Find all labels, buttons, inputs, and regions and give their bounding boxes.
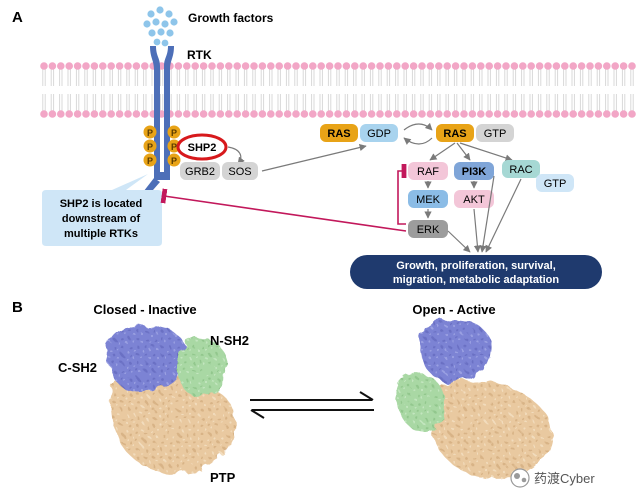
- ras-gtp-complex: RAS GTP: [436, 124, 514, 142]
- erk-feedback-inhibition: [160, 188, 407, 232]
- panel-a-label: A: [12, 9, 23, 26]
- rac-gtp-node: GTP: [536, 174, 574, 192]
- open-active-title: Open - Active: [412, 302, 495, 317]
- pi3k-node: PI3K: [454, 162, 494, 180]
- erk-node: ERK: [408, 220, 448, 238]
- svg-text:RAS: RAS: [443, 128, 466, 140]
- erk-raf-feedback: [397, 163, 407, 225]
- svg-text:SHP2 is located: SHP2 is located: [60, 198, 143, 210]
- svg-text:Growth, proliferation, surviva: Growth, proliferation, survival,: [396, 260, 556, 272]
- svg-text:PI3K: PI3K: [462, 166, 487, 178]
- akt-node: AKT: [454, 190, 494, 208]
- svg-text:GDP: GDP: [367, 128, 391, 140]
- svg-text:MEK: MEK: [416, 194, 441, 206]
- nsh2-label: N-SH2: [210, 333, 249, 348]
- svg-text:P: P: [171, 142, 177, 152]
- svg-text:migration, metabolic adaptatio: migration, metabolic adaptation: [393, 274, 560, 286]
- closed-inactive-title: Closed - Inactive: [93, 302, 196, 317]
- shp2-to-sos-arrow: [227, 146, 245, 165]
- shp2-node: SHP2: [176, 133, 228, 161]
- shp2-open-structure: [395, 319, 552, 479]
- phospho-group: P P P P P P: [143, 125, 181, 167]
- watermark: 药渡Cyber: [510, 468, 595, 488]
- sos-node: SOS: [222, 162, 258, 180]
- svg-text:AKT: AKT: [463, 194, 485, 206]
- cell-membrane: [40, 62, 636, 118]
- svg-text:P: P: [171, 156, 177, 166]
- svg-text:P: P: [147, 128, 153, 138]
- cascade-arrows: [424, 175, 522, 253]
- shp2-callout: SHP2 is located downstream of multiple R…: [42, 174, 162, 246]
- watermark-text: 药渡Cyber: [534, 471, 595, 486]
- svg-text:GTP: GTP: [484, 128, 507, 140]
- raf-node: RAF: [408, 162, 448, 180]
- sos-to-ras-arrow: [261, 144, 367, 172]
- svg-text:RAC: RAC: [509, 164, 532, 176]
- csh2-label: C-SH2: [58, 360, 97, 375]
- svg-text:downstream of: downstream of: [62, 213, 141, 225]
- svg-text:SOS: SOS: [228, 166, 251, 178]
- phospho-left: P P P: [143, 125, 157, 167]
- grb2-node: GRB2: [180, 162, 220, 180]
- outcome-pill: Growth, proliferation, survival, migrati…: [350, 255, 602, 289]
- ras-gdp-complex: RAS GDP: [320, 124, 398, 142]
- svg-text:RAS: RAS: [327, 128, 350, 140]
- svg-text:P: P: [147, 142, 153, 152]
- svg-text:multiple RTKs: multiple RTKs: [64, 228, 138, 240]
- rtk-label: RTK: [187, 48, 212, 62]
- growth-factors-label: Growth factors: [188, 11, 274, 25]
- mek-node: MEK: [408, 190, 448, 208]
- rac-node: RAC: [502, 160, 540, 178]
- shp2-closed-structure: [107, 325, 236, 474]
- ras-effector-arrows: [429, 142, 513, 162]
- svg-text:SHP2: SHP2: [188, 142, 217, 154]
- panel-b-label: B: [12, 299, 23, 316]
- svg-text:P: P: [171, 128, 177, 138]
- ras-exchange-arrows: [403, 122, 433, 145]
- svg-text:GTP: GTP: [544, 178, 567, 190]
- equilibrium-arrows: [250, 391, 374, 419]
- svg-text:P: P: [147, 156, 153, 166]
- svg-text:RAF: RAF: [417, 166, 439, 178]
- growth-factor-dots: [143, 6, 178, 47]
- svg-text:GRB2: GRB2: [185, 166, 215, 178]
- svg-text:ERK: ERK: [417, 224, 440, 236]
- ptp-label: PTP: [210, 470, 236, 485]
